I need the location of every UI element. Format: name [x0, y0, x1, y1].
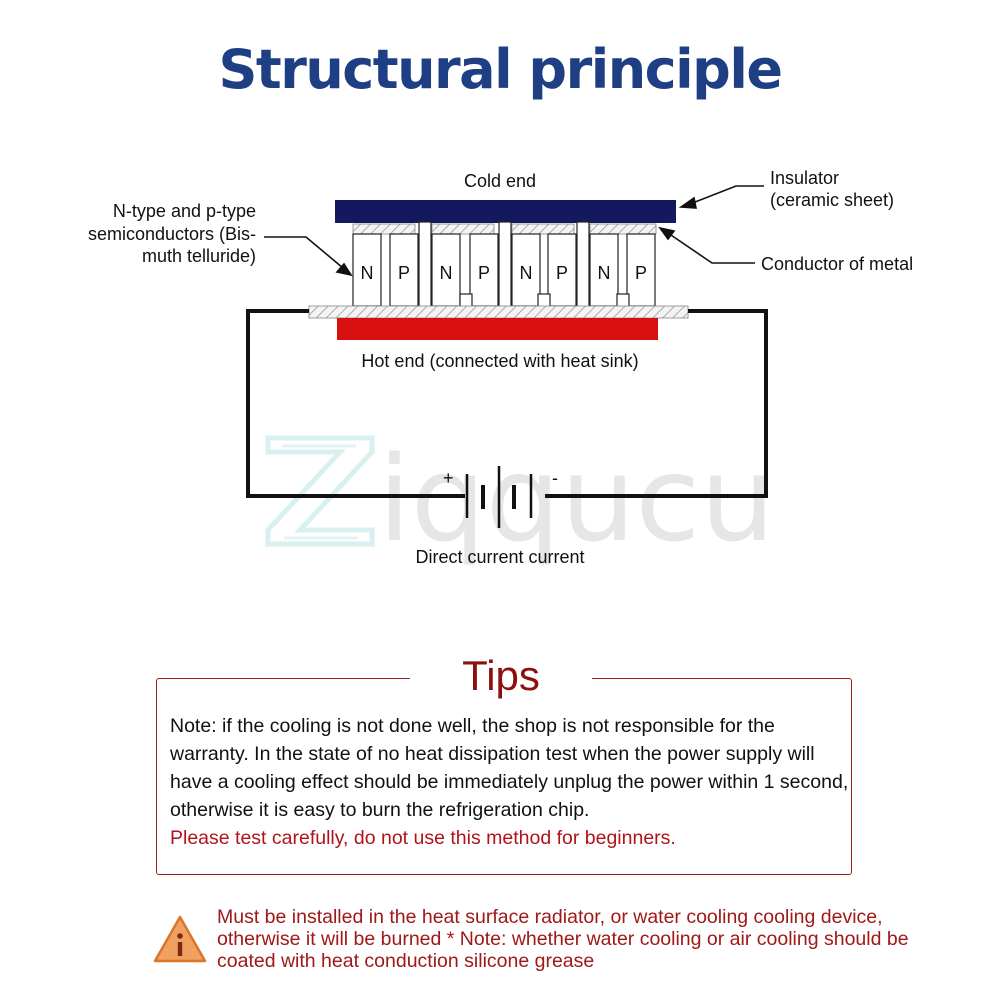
leg-label: P: [556, 263, 568, 283]
semiconductor-label: semiconductors (Bis-: [88, 224, 256, 244]
n-leg: [511, 233, 541, 307]
warning-text: Must be installed in the heat surface ra…: [217, 906, 909, 972]
top-conductors: [352, 223, 657, 235]
insulator-label: Insulator: [770, 168, 839, 188]
thermoelectric-diagram: iqqucu N P N P N P N P: [88, 168, 913, 568]
p-leg: [469, 233, 499, 307]
page-title: Structural principle: [218, 38, 783, 101]
n-leg: [431, 233, 461, 307]
tips-title: Tips: [462, 652, 540, 699]
warning-icon: [153, 915, 207, 963]
leader-lines: [264, 185, 764, 277]
bottom-conductor: [308, 305, 689, 319]
watermark-text: iqqucu: [378, 430, 775, 568]
tips-warning: Please test carefully, do not use this m…: [170, 827, 676, 849]
circuit-wires: [246, 309, 768, 498]
semiconductor-label: muth telluride): [142, 246, 256, 266]
leg-label: N: [520, 263, 533, 283]
leg-label: N: [598, 263, 611, 283]
tips-title-wrap: Tips: [410, 650, 592, 702]
hot-end-plate: [337, 318, 658, 340]
cold-end-plate: [335, 200, 676, 223]
insulator-sub-label: (ceramic sheet): [770, 190, 894, 210]
hot-end-label: Hot end (connected with heat sink): [361, 351, 638, 371]
dc-label: Direct current current: [415, 547, 584, 567]
p-leg: [547, 233, 577, 307]
leg-label: N: [361, 263, 374, 283]
leg-label: N: [440, 263, 453, 283]
conductor-label: Conductor of metal: [761, 254, 913, 274]
leg-label: P: [635, 263, 647, 283]
leg-label: P: [398, 263, 410, 283]
cold-end-label: Cold end: [464, 171, 536, 191]
watermark-logo: iqqucu: [265, 430, 775, 568]
semiconductor-legs: N P N P N P N P: [352, 221, 656, 317]
leg-label: P: [478, 263, 490, 283]
p-leg: [626, 233, 656, 307]
minus-label: -: [552, 468, 558, 488]
plus-label: +: [443, 468, 454, 488]
battery-symbol: [465, 466, 533, 528]
semiconductor-label: N-type and p-type: [113, 201, 256, 221]
n-leg: [352, 233, 382, 307]
tips-note: Note: if the cooling is not done well, t…: [170, 715, 849, 821]
